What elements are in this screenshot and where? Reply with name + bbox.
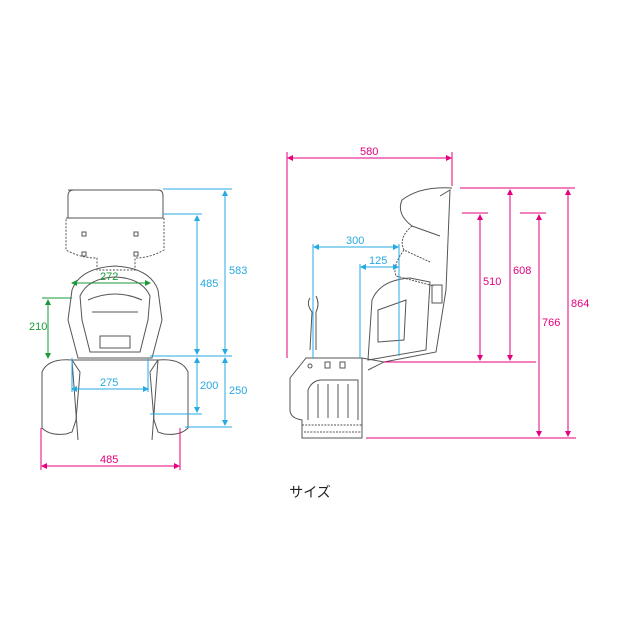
dim-864: 864 xyxy=(571,298,589,310)
dim-125: 125 xyxy=(369,255,387,267)
dim-766: 766 xyxy=(542,317,560,329)
side-view-dimensions: 580 300 125 510 608 766 864 xyxy=(286,146,589,439)
dim-275: 275 xyxy=(100,377,118,389)
dim-200: 200 xyxy=(200,380,218,392)
side-view-seat xyxy=(289,187,453,439)
dim-485-height: 485 xyxy=(200,278,218,290)
dim-210: 210 xyxy=(29,321,47,333)
dim-300: 300 xyxy=(346,235,364,247)
dim-583: 583 xyxy=(229,265,247,277)
dim-485-width: 485 xyxy=(100,454,118,466)
dim-510: 510 xyxy=(483,276,501,288)
front-view-seat xyxy=(41,189,189,441)
dim-272: 272 xyxy=(100,271,118,283)
front-view-dimensions: 272 210 275 485 485 583 200 250 xyxy=(29,188,247,470)
dim-608: 608 xyxy=(513,265,531,277)
caption: サイズ xyxy=(289,485,331,501)
dim-580: 580 xyxy=(360,146,378,158)
dim-250: 250 xyxy=(229,385,247,397)
